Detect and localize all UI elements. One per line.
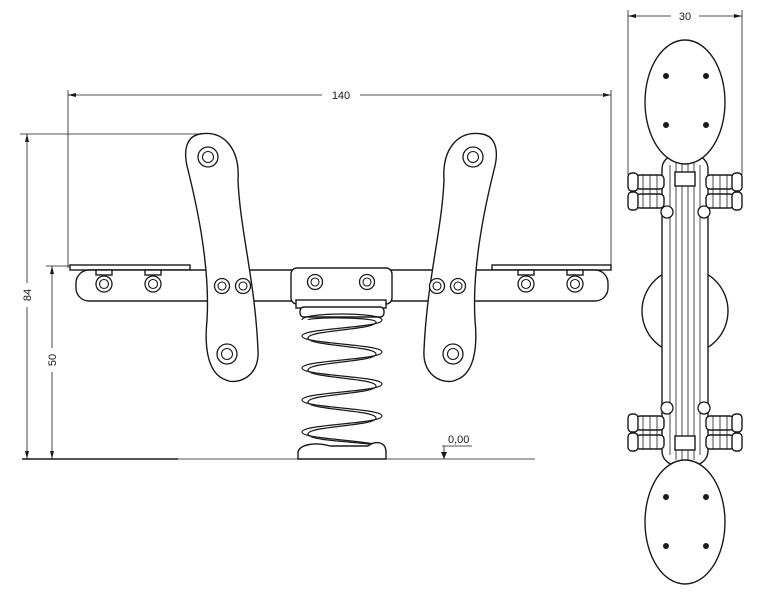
dimension-label-seat-height: 50 bbox=[47, 354, 59, 366]
spring bbox=[297, 306, 387, 460]
right-handle bbox=[423, 132, 498, 383]
dimension-seat-height: 50 bbox=[46, 265, 75, 459]
side-bottom-handles bbox=[627, 401, 743, 452]
dimension-label-side-width: 30 bbox=[679, 11, 691, 23]
right-seat-plate bbox=[491, 264, 612, 271]
bar-bolts bbox=[95, 269, 584, 293]
left-handle bbox=[184, 132, 259, 383]
side-bottom-seat bbox=[644, 459, 726, 585]
dimension-overall-height: 84 bbox=[20, 133, 205, 459]
side-top-handles bbox=[627, 171, 743, 219]
spring-mount-block bbox=[290, 267, 393, 305]
dimension-label-overall-height: 84 bbox=[22, 289, 34, 301]
side-view: 30 bbox=[627, 10, 743, 585]
ground-level-label: 0,00 bbox=[448, 434, 469, 446]
ground-level-marker: 0,00 bbox=[441, 434, 472, 459]
left-seat-plate bbox=[69, 264, 191, 271]
dimension-side-width: 30 bbox=[627, 10, 743, 175]
front-view: 140 84 50 0,00 bbox=[20, 90, 612, 460]
dimension-label-overall-width: 140 bbox=[332, 90, 350, 102]
handle-bolts bbox=[213, 277, 467, 295]
side-main-bar bbox=[661, 154, 709, 466]
dimension-overall-width: 140 bbox=[67, 90, 612, 268]
side-top-seat bbox=[644, 39, 726, 165]
